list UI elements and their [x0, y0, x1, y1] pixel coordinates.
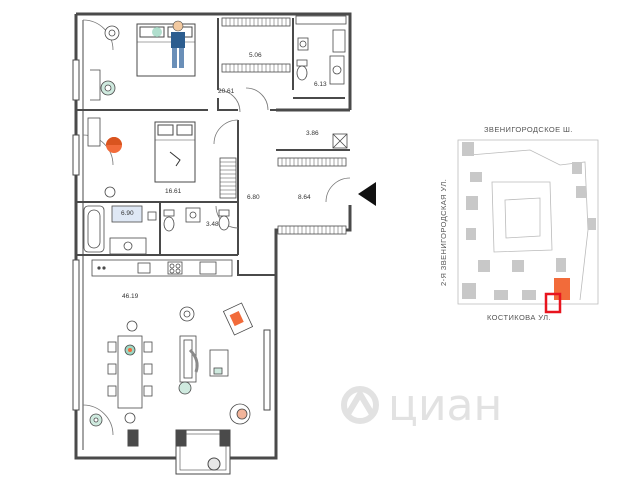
watermark: циан	[341, 380, 502, 431]
watermark-logo-icon	[341, 386, 379, 424]
street-label-top: ЗВЕНИГОРОДСКОЕ Ш.	[484, 125, 573, 134]
room-area-bedroom-1: 20.61	[218, 88, 235, 95]
room-area-bathroom-1: 6.13	[314, 81, 327, 88]
sofa-icon	[179, 335, 229, 383]
windows	[72, 59, 271, 411]
dining-table-icon	[117, 335, 143, 409]
laundry-fixture	[332, 133, 348, 149]
sink-icon	[185, 207, 201, 223]
armchair-icon	[222, 302, 254, 336]
outer-walls	[74, 12, 352, 460]
room-area-closet-1: 5.06	[249, 52, 262, 59]
living-accessories	[178, 306, 251, 425]
toilet-icon	[296, 59, 308, 81]
balcony	[127, 429, 231, 475]
building-highlight	[554, 278, 570, 300]
sink-icon	[329, 55, 345, 85]
wardrobe-stripes	[220, 18, 343, 234]
wc-fixtures	[185, 207, 230, 231]
room-area-bathroom-2: 6.90	[121, 210, 134, 217]
room-area-hall: 8.64	[298, 194, 311, 201]
toilet-icon	[218, 209, 230, 231]
street-label-left: 2-Я ЗВЕНИГОРОДСКАЯ УЛ.	[439, 179, 448, 286]
bathtub-icon	[83, 205, 105, 253]
room-area-wc: 3.48	[206, 221, 219, 228]
entrance-arrow-icon[interactable]	[358, 182, 376, 206]
site-blocks	[462, 142, 596, 300]
locator-map: ЗВЕНИГОРОДСКОЕ Ш. 2-Я ЗВЕНИГОРОДСКАЯ УЛ.…	[439, 125, 599, 322]
sink-icon	[137, 262, 151, 274]
nightstand-plants	[100, 25, 120, 96]
room-labels: 20.61 5.06 6.13 3.86 16.61 6.80 8.64 6.9…	[121, 52, 327, 300]
street-label-bottom: КОСТИКОВА УЛ.	[487, 313, 551, 322]
room-area-laundry: 3.86	[306, 130, 319, 137]
plant-icon	[89, 413, 103, 427]
stove-icon	[167, 261, 183, 275]
bedroom-2-details	[87, 117, 116, 198]
person-icon	[152, 20, 185, 68]
bed-icon	[136, 23, 196, 77]
interior-walls	[76, 18, 350, 276]
bathroom-2-fixtures	[109, 205, 175, 255]
bed-icon	[154, 121, 196, 183]
window-detail	[90, 69, 101, 101]
apartment-marker	[544, 292, 562, 314]
room-area-bedroom-2: 16.61	[165, 188, 182, 195]
bathroom-1-fixtures	[296, 29, 346, 85]
toilet-icon	[163, 209, 175, 232]
dining-chairs	[107, 320, 153, 424]
room-area-living: 46.19	[122, 293, 139, 300]
kitchen-counter	[91, 259, 233, 277]
room-area-corridor: 6.80	[247, 194, 260, 201]
armchair-icon	[106, 137, 122, 153]
watermark-text: циан	[388, 380, 502, 431]
